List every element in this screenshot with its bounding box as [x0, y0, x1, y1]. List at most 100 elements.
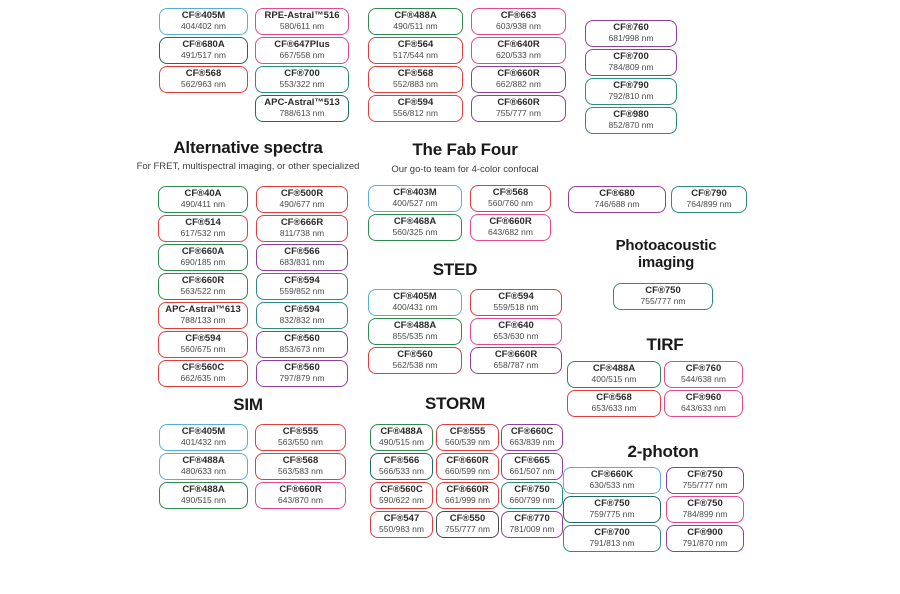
section-subtitle-alternative-spectra: For FRET, multispectral imaging, or othe… — [136, 161, 360, 172]
dye-excitation-emission: 662/882 nm — [496, 79, 541, 90]
dye-name: CF®488A — [393, 320, 437, 332]
dye-excitation-emission: 400/527 nm — [392, 198, 438, 209]
dye-name: CF®555 — [449, 426, 486, 438]
dye-name: CF®750 — [645, 285, 681, 297]
dye-name: CF®660R — [279, 484, 322, 496]
section-subtitle-fab-four: Our go-to team for 4-color confocal — [391, 164, 539, 175]
dye-excitation-emission: 784/809 nm — [608, 62, 654, 73]
dye-excitation-emission: 550/983 nm — [379, 524, 424, 535]
dye-excitation-emission: 791/870 nm — [682, 538, 728, 549]
dye-excitation-emission: 559/852 nm — [279, 286, 325, 297]
dye-name: CF®660R — [494, 349, 538, 361]
dye-name: CF®555 — [282, 426, 319, 438]
dye-name: CF®660R — [497, 68, 540, 80]
dye-name: CF®468A — [393, 216, 437, 228]
dye-excitation-emission: 660/799 nm — [509, 495, 555, 506]
dye-excitation-emission: 490/515 nm — [379, 437, 424, 448]
dye-name: CF®663 — [500, 10, 537, 22]
dye-name: CF®568 — [596, 392, 632, 404]
dye-name: CF®488A — [182, 455, 225, 467]
dye-name: CF®564 — [397, 39, 434, 51]
dye-name: CF®488A — [394, 10, 437, 22]
dye-excitation-emission: 400/515 nm — [591, 374, 637, 385]
dye-excitation-emission: 681/998 nm — [608, 33, 654, 44]
dye-name: APC-Astral™613 — [165, 304, 241, 316]
dye-excitation-emission: 556/812 nm — [393, 108, 438, 119]
dye-excitation-emission: 401/432 nm — [181, 437, 226, 448]
dye-excitation-emission: 832/832 nm — [279, 315, 325, 326]
dye-name: CF®405M — [181, 10, 226, 22]
section-title-storm: STORM — [424, 394, 486, 413]
dye-excitation-emission: 630/533 nm — [589, 480, 635, 491]
dye-name: CF®640R — [497, 39, 540, 51]
dye-excitation-emission: 560/675 nm — [180, 344, 226, 355]
dye-excitation-emission: 590/622 nm — [379, 495, 424, 506]
dye-excitation-emission: 690/185 nm — [180, 257, 226, 268]
dye-name: CF®660A — [181, 246, 225, 258]
dye-name: CF®566 — [284, 246, 320, 258]
dye-name: CF®488A — [380, 426, 423, 438]
dye-name: CF®568 — [492, 187, 529, 199]
dye-excitation-emission: 781/009 nm — [509, 524, 555, 535]
dye-excitation-emission: 643/870 nm — [278, 495, 323, 506]
section-title-2-photon: 2-photon — [627, 442, 699, 461]
dye-excitation-emission: 764/899 nm — [686, 199, 732, 210]
dye-excitation-emission: 660/599 nm — [445, 466, 490, 477]
dye-name: CF®594 — [397, 97, 434, 109]
dye-excitation-emission: 653/633 nm — [591, 403, 637, 414]
dye-name: CF®405M — [181, 426, 226, 438]
dye-name: CF®760 — [613, 22, 649, 34]
dye-excitation-emission: 490/677 nm — [279, 199, 325, 210]
dye-name: CF®488A — [592, 363, 636, 375]
dye-name: CF®750 — [594, 498, 630, 510]
dye-name: CF®700 — [613, 51, 649, 63]
dye-name: CF®568 — [282, 455, 319, 467]
dye-name: CF®594 — [185, 333, 221, 345]
dye-excitation-emission: 603/938 nm — [496, 21, 541, 32]
dye-name: CF®40A — [184, 188, 222, 200]
dye-excitation-emission: 490/511 nm — [393, 21, 438, 32]
dye-name: CF®560C — [181, 362, 225, 374]
dye-name: CF®680A — [182, 39, 225, 51]
